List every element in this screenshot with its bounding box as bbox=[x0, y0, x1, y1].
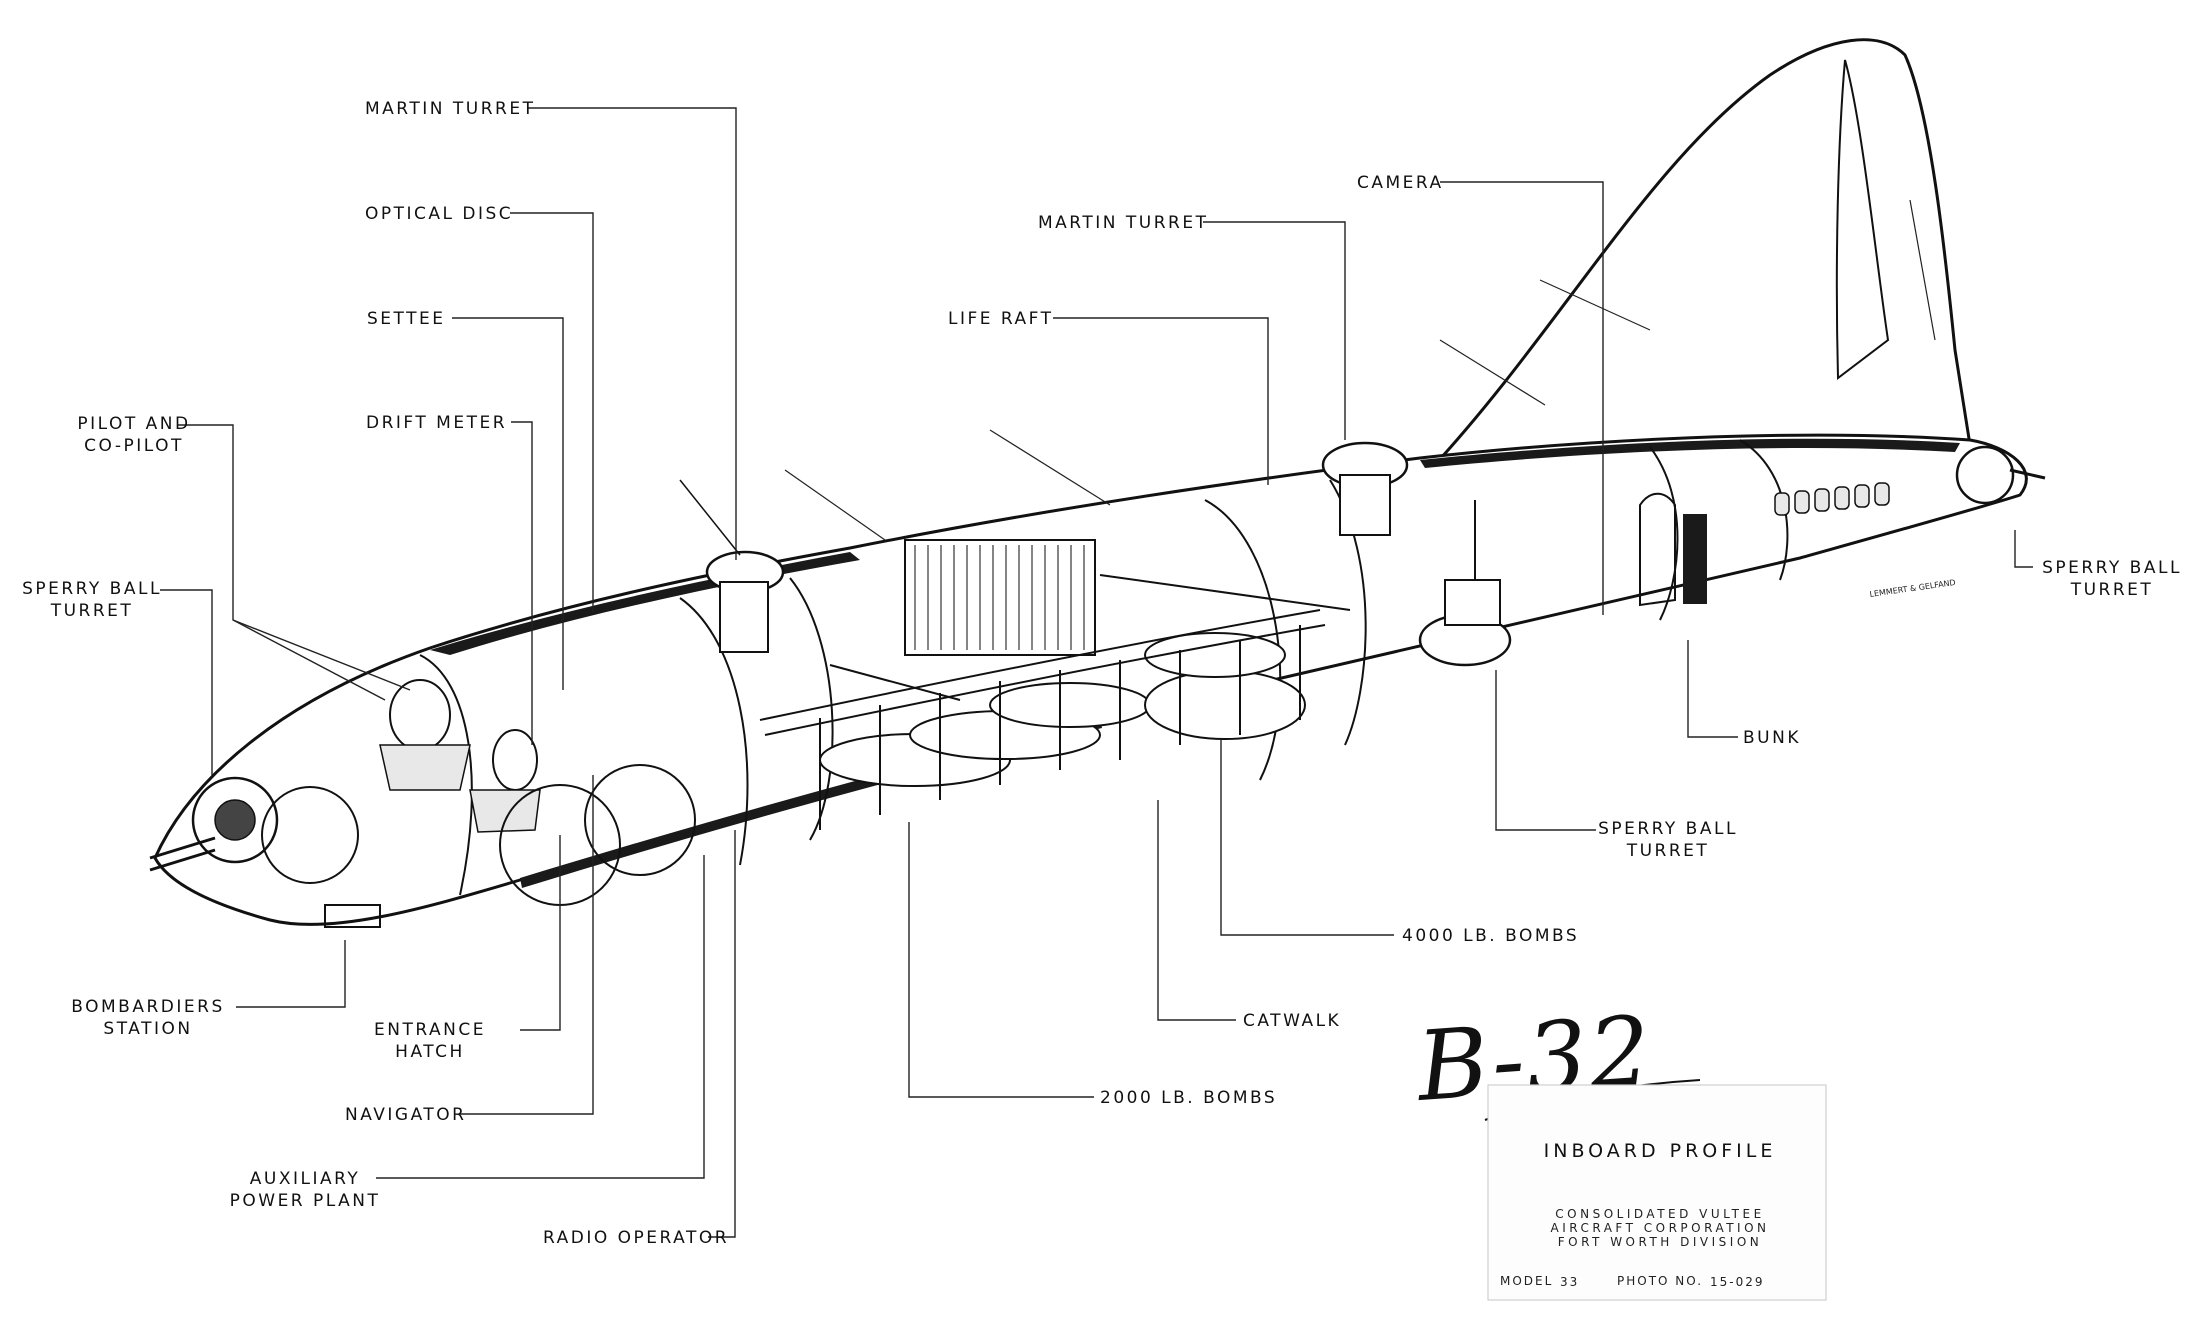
label-entrance-line2: HATCH bbox=[395, 1042, 465, 1062]
title-company-line1: CONSOLIDATED VULTEE bbox=[1555, 1207, 1764, 1221]
label-pilot-line1: PILOT AND bbox=[77, 414, 190, 434]
label-sperry-belly-line1: SPERRY BALL bbox=[1598, 819, 1738, 839]
title-card: B-32 INBOARD PROFILE CONSOLIDATED VULTEE… bbox=[1412, 995, 1827, 1301]
label-sperry-tail-line1: SPERRY BALL bbox=[2042, 558, 2182, 578]
martin-turret-aft bbox=[1321, 441, 1409, 536]
bulkhead-nose bbox=[419, 654, 473, 896]
title-inboard-profile: INBOARD PROFILE bbox=[1544, 1140, 1777, 1162]
label-sperry-belly-line2: TURRET bbox=[1626, 841, 1710, 861]
bulkhead-fwd-bay bbox=[789, 577, 834, 841]
tail-ball-turret bbox=[1955, 445, 2046, 505]
aircraft-cutaway: LEMMERT & GELFAND bbox=[149, 38, 2046, 928]
label-sperry-nose-line1: SPERRY BALL bbox=[22, 579, 162, 599]
catwalk-rail bbox=[759, 609, 1321, 721]
stab-line-2 bbox=[1539, 279, 1651, 331]
bomb-bay-fuel-cell bbox=[904, 539, 1096, 656]
cockpit-seats bbox=[379, 679, 541, 833]
aft-windows bbox=[1774, 482, 1890, 516]
wing-root-line-2 bbox=[784, 469, 886, 541]
bunk-door-shadow bbox=[1683, 514, 1707, 604]
fuselage-outer-skin bbox=[153, 433, 2028, 926]
label-2000lb-bombs: 2000 LB. BOMBS bbox=[1100, 1088, 1277, 1108]
label-aux-line1: AUXILIARY bbox=[250, 1169, 360, 1189]
label-catwalk: CATWALK bbox=[1243, 1011, 1341, 1031]
catwalk-rail-lower bbox=[764, 624, 1326, 736]
stab-line-1 bbox=[1439, 339, 1546, 406]
label-martin-turret-forward: MARTIN TURRET bbox=[365, 99, 535, 119]
label-sperry-tail-line2: TURRET bbox=[2070, 580, 2154, 600]
bulkhead-mid bbox=[1204, 499, 1282, 781]
label-bunk: BUNK bbox=[1743, 728, 1801, 748]
label-radio-operator: RADIO OPERATOR bbox=[543, 1228, 729, 1248]
title-photo-label: PHOTO NO. bbox=[1617, 1274, 1703, 1288]
belly-ball-turret bbox=[1418, 500, 1512, 667]
title-photo-value: 15-029 bbox=[1710, 1275, 1765, 1289]
label-pilot-line2: CO-PILOT bbox=[84, 436, 184, 456]
callout-labels: MARTIN TURRET OPTICAL DISC SETTEE PILOT … bbox=[22, 99, 2182, 1248]
bulkhead-cockpit bbox=[679, 597, 749, 866]
wing-root-line-1 bbox=[989, 429, 1111, 506]
fwd-strut bbox=[829, 664, 961, 701]
title-company-line2: AIRCRAFT CORPORATION bbox=[1550, 1221, 1769, 1235]
fuel-cell-ribs bbox=[914, 545, 1085, 650]
bombs-2000lb bbox=[819, 682, 1151, 787]
label-4000lb-bombs: 4000 LB. BOMBS bbox=[1402, 926, 1579, 946]
leader-lines bbox=[160, 107, 2033, 1238]
bombsight-panel bbox=[324, 904, 381, 928]
bombs-4000lb bbox=[1144, 632, 1306, 740]
title-model-label: MODEL bbox=[1500, 1274, 1553, 1288]
label-drift-meter: DRIFT METER bbox=[366, 413, 507, 433]
vertical-tail-fin bbox=[1428, 38, 1972, 472]
rudder-hinge-line bbox=[1909, 199, 1936, 341]
label-martin-turret-aft: MARTIN TURRET bbox=[1038, 213, 1208, 233]
label-aux-line2: POWER PLANT bbox=[230, 1191, 381, 1211]
artist-signature: LEMMERT & GELFAND bbox=[1869, 578, 1956, 599]
label-settee: SETTEE bbox=[367, 309, 445, 329]
label-camera: CAMERA bbox=[1357, 173, 1444, 193]
title-company-line3: FORT WORTH DIVISION bbox=[1558, 1235, 1763, 1249]
label-life-raft: LIFE RAFT bbox=[948, 309, 1054, 329]
label-entrance-line1: ENTRANCE bbox=[374, 1020, 486, 1040]
label-navigator: NAVIGATOR bbox=[345, 1105, 466, 1125]
title-model-value: 33 bbox=[1560, 1275, 1579, 1289]
bunk-doorway bbox=[1639, 492, 1676, 607]
rudder-panel bbox=[1835, 59, 1890, 380]
nose-ball-turret bbox=[149, 776, 279, 872]
wing-carry-through-strut bbox=[1099, 574, 1351, 611]
bomb-rack-stanchions bbox=[819, 625, 1301, 830]
aft-lining-top bbox=[1420, 438, 1960, 468]
label-bombardier-line1: BOMBARDIERS bbox=[71, 997, 224, 1017]
label-optical-disc: OPTICAL DISC bbox=[365, 204, 513, 224]
bulkhead-aft bbox=[1649, 446, 1679, 621]
martin-turret-forward bbox=[679, 479, 785, 653]
title-box bbox=[1487, 1084, 1827, 1301]
label-sperry-nose-line2: TURRET bbox=[50, 601, 134, 621]
label-bombardier-line2: STATION bbox=[103, 1019, 192, 1039]
